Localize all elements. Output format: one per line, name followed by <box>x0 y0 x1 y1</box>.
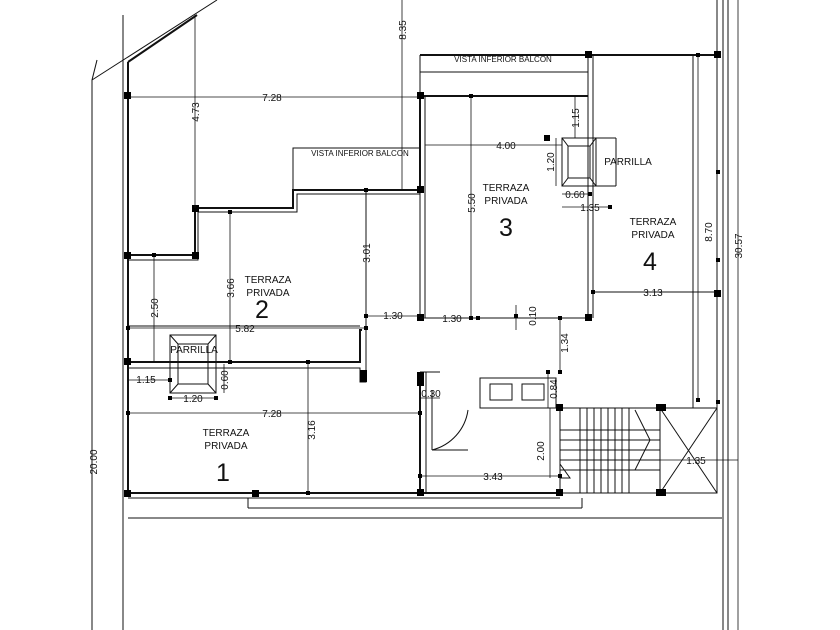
dim-2-50: 2.50 <box>150 298 161 318</box>
dim-3-43: 3.43 <box>483 472 503 483</box>
dim-3-01: 3.01 <box>362 243 373 263</box>
dim-1-20-horizontal: 1.20 <box>183 394 203 405</box>
dim-5-50: 5.50 <box>467 193 478 213</box>
dim-3-16: 3.16 <box>307 420 318 440</box>
dim-20-00: 20.00 <box>89 449 100 474</box>
room-2-number: 2 <box>255 296 269 324</box>
dim-2-00: 2.00 <box>536 441 547 461</box>
staircase <box>559 407 718 494</box>
dim-1-20-vertical: 1.20 <box>546 152 557 172</box>
dim-1-35-top: 1.35 <box>580 203 600 214</box>
dim-1-34: 1.34 <box>560 333 571 353</box>
dim-4-00: 4.00 <box>496 141 516 152</box>
room-3-line2: PRIVADA <box>484 196 527 207</box>
room-4-number: 4 <box>643 248 657 276</box>
parrilla-label-left: PARRILLA <box>170 345 218 356</box>
dim-3-13: 3.13 <box>643 288 663 299</box>
dim-1-30-b: 1.30 <box>442 314 462 325</box>
dim-0-60-left: 0.60 <box>220 370 231 390</box>
room-1-line2: PRIVADA <box>204 441 247 452</box>
room-2-line1: TERRAZA <box>245 275 292 286</box>
balcon-label-top: VISTA INFERIOR BALCON <box>454 55 552 64</box>
room-2-line2: PRIVADA <box>246 288 289 299</box>
parrilla-left <box>169 334 217 394</box>
dim-0-10: 0.10 <box>528 306 539 326</box>
dim-0-60-top: 0.60 <box>565 190 585 201</box>
site-boundary <box>91 0 729 630</box>
room-3-line1: TERRAZA <box>483 183 530 194</box>
room-4-line2: PRIVADA <box>631 230 674 241</box>
dim-3-66: 3.66 <box>226 278 237 298</box>
dim-8-35: 8.35 <box>398 20 409 40</box>
room-3-number: 3 <box>499 214 513 242</box>
room-labels: VISTA INFERIOR BALCON VISTA INFERIOR BAL… <box>170 55 676 487</box>
dim-7-28-top: 7.28 <box>262 93 282 104</box>
dim-4-73: 4.73 <box>191 102 202 122</box>
parrilla-label-top: PARRILLA <box>604 157 652 168</box>
room-4-line1: TERRAZA <box>630 217 677 228</box>
room-1-number: 1 <box>216 459 230 487</box>
dim-1-15-left: 1.15 <box>136 375 156 386</box>
parrilla-top <box>544 135 617 187</box>
dimension-lines <box>91 0 739 630</box>
dimension-labels: 8.35 7.28 4.73 1.15 4.00 1.20 0.60 1.35 … <box>89 20 745 483</box>
dim-8-70: 8.70 <box>704 222 715 242</box>
dim-0-30: 0.30 <box>421 389 441 400</box>
dim-1-35-right: 1.35 <box>686 456 706 467</box>
balcon-label-left: VISTA INFERIOR BALCON <box>311 149 409 158</box>
dim-0-84: 0.84 <box>549 379 560 399</box>
dim-30-57: 30.57 <box>734 233 745 258</box>
dim-7-28-bottom: 7.28 <box>262 409 282 420</box>
dim-5-82: 5.82 <box>235 324 255 335</box>
room-1-line1: TERRAZA <box>203 428 250 439</box>
dim-1-15-top: 1.15 <box>571 108 582 128</box>
dim-1-30-a: 1.30 <box>383 311 403 322</box>
